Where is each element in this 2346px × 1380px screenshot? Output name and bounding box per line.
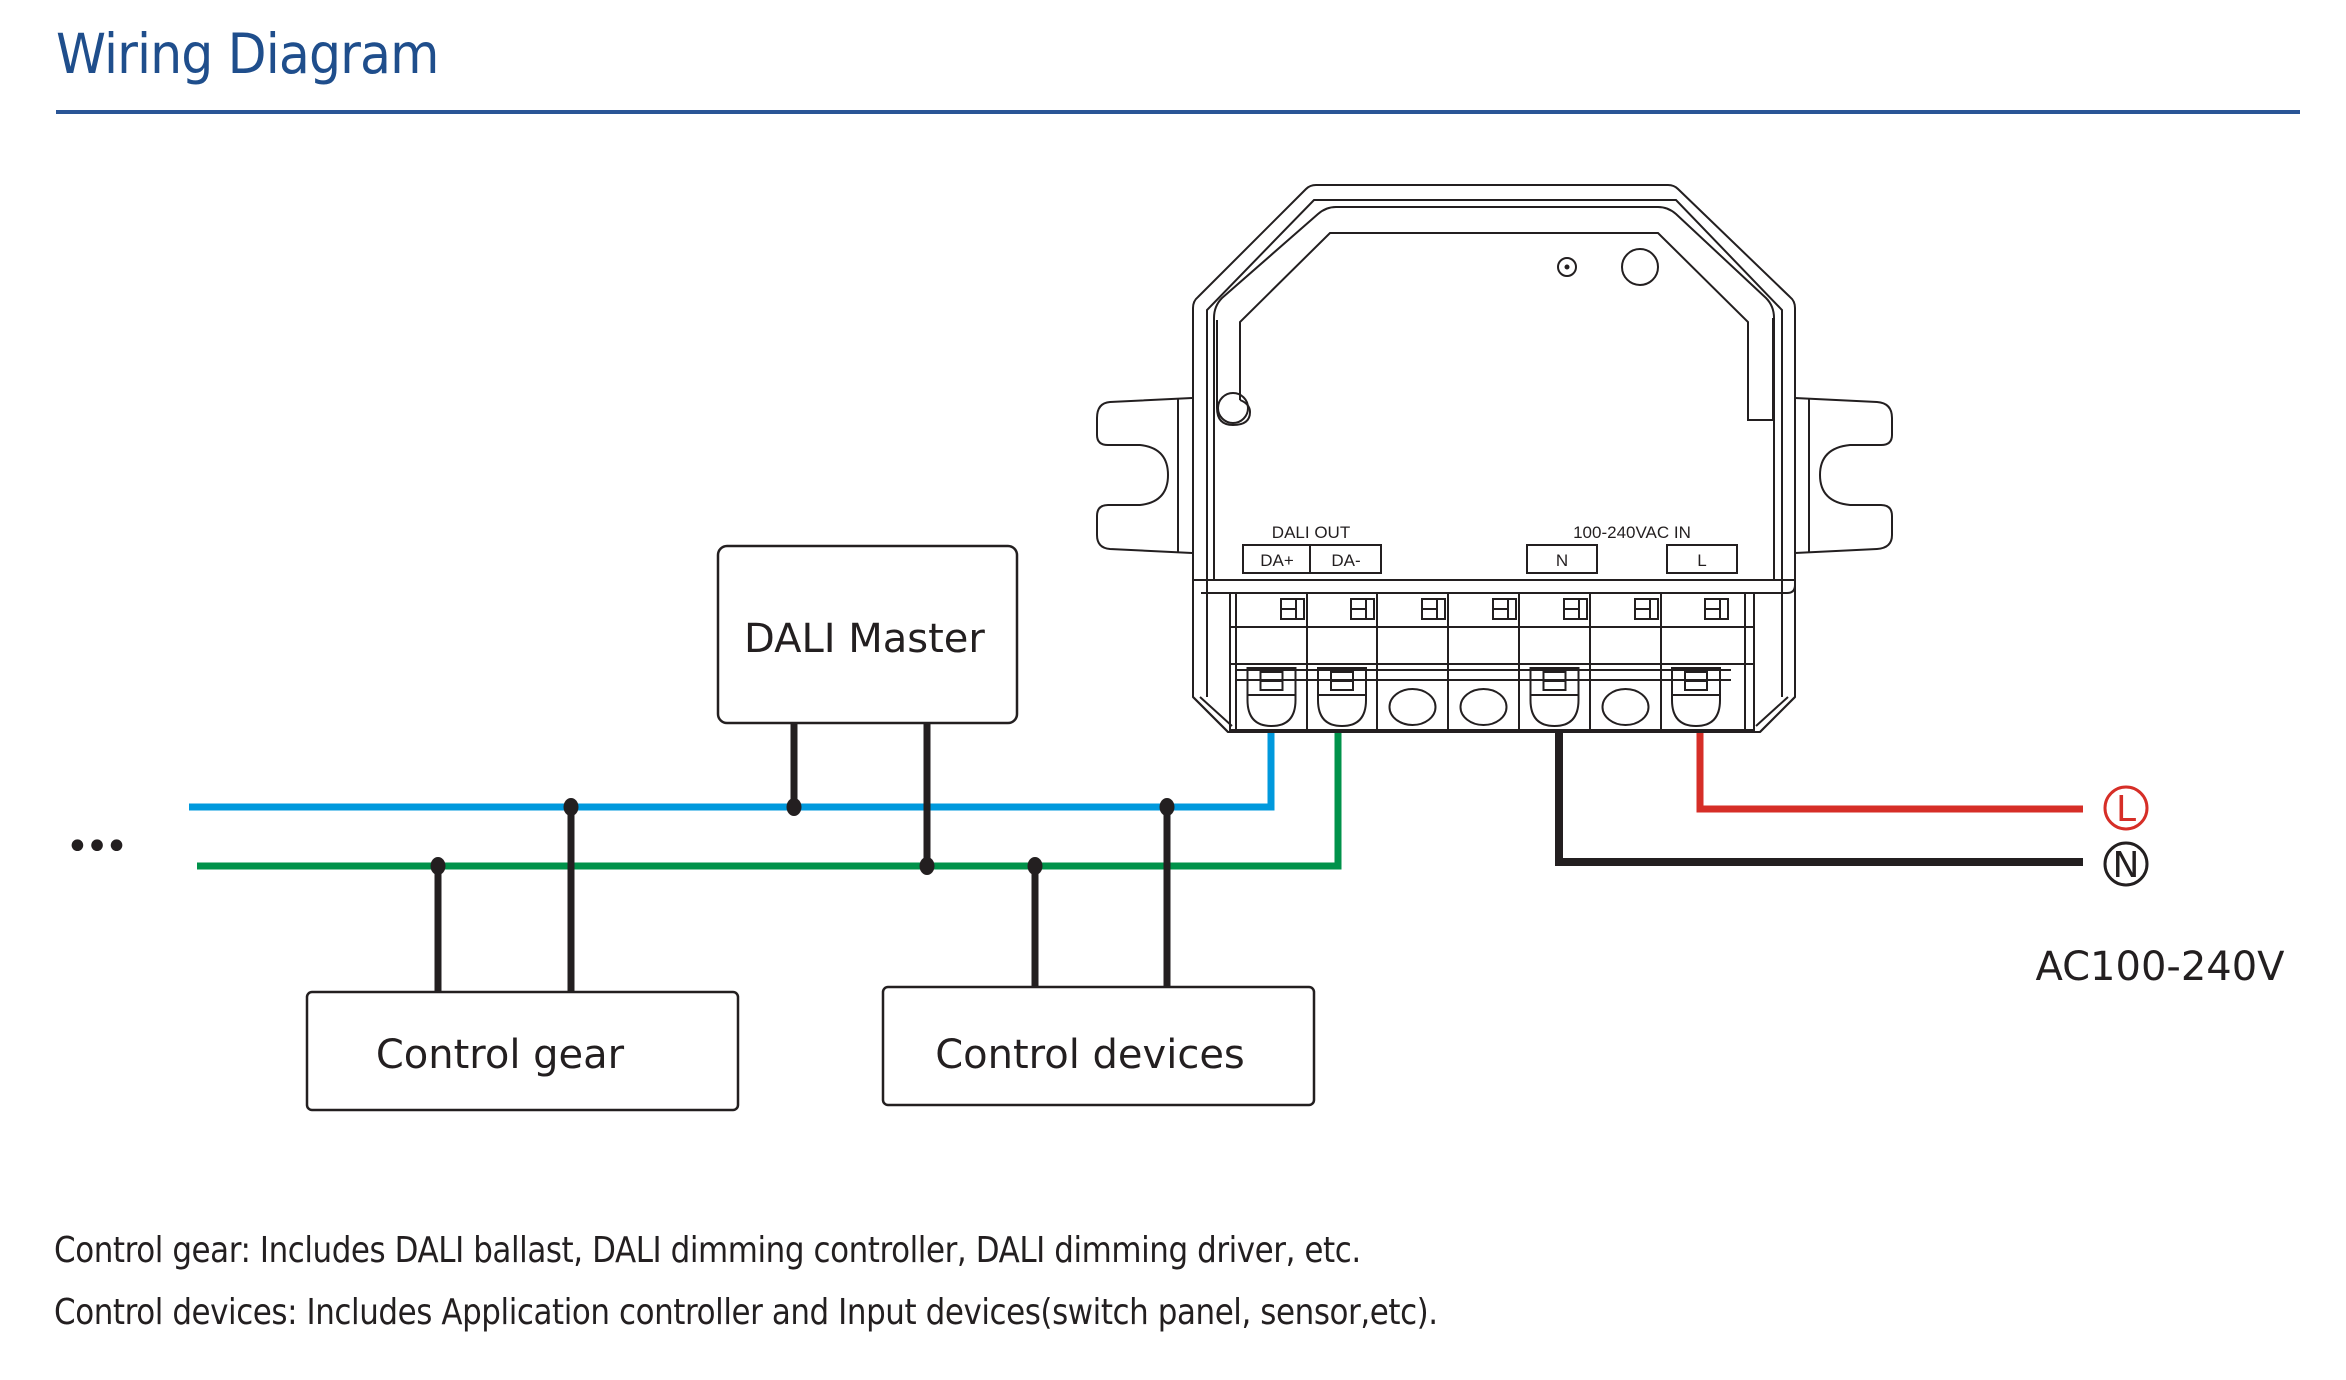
antenna-trace <box>1239 232 1774 421</box>
terminal-latch-icon <box>1704 598 1729 620</box>
control-devices-box: Control devices <box>881 985 1316 1107</box>
footnote-control-gear: Control gear: Includes DALI ballast, DAL… <box>54 1230 1361 1271</box>
page-title: Wiring Diagram <box>56 22 439 86</box>
terminal-l-box <box>1666 544 1738 574</box>
dali-master-label: DALI Master <box>744 616 985 662</box>
live-wire <box>1696 733 2083 813</box>
terminal-da-minus-label: DA- <box>1331 551 1360 570</box>
dali-master-box: DALI Master <box>716 544 1019 725</box>
title-underline <box>56 110 2300 114</box>
terminal-block <box>1229 592 1755 731</box>
da-plus-bus-wire <box>189 733 1275 811</box>
terminal-latch-icon <box>1634 598 1659 620</box>
wire-clamp-slot <box>1317 667 1367 728</box>
terminal-latch-icon <box>1350 598 1375 620</box>
junction-dot <box>1159 798 1175 816</box>
junction-dot <box>786 798 802 816</box>
terminal-latch-icon <box>1421 598 1446 620</box>
terminal-latch-icon <box>1492 598 1517 620</box>
footnote-control-devices: Control devices: Includes Application co… <box>54 1292 1438 1333</box>
terminal-da-plus-label: DA+ <box>1260 551 1294 570</box>
left-mounting-ear <box>1096 397 1193 554</box>
da-minus-bus-wire <box>197 733 1342 870</box>
led-indicator-icon <box>1557 257 1577 277</box>
terminal-latch-icon <box>1280 598 1305 620</box>
terminal-latch-icon <box>1563 598 1588 620</box>
antenna-loop <box>1216 320 1252 427</box>
neutral-wire <box>1555 733 2083 866</box>
control-gear-label: Control gear <box>376 1032 625 1078</box>
dali-out-label: DALI OUT <box>1272 523 1350 542</box>
junction-dot <box>430 857 446 875</box>
live-symbol-label: L <box>2116 789 2136 830</box>
right-mounting-ear <box>1794 397 1893 554</box>
neutral-symbol-label: N <box>2113 845 2140 886</box>
terminal-n-box <box>1526 544 1598 574</box>
program-button[interactable] <box>1621 248 1659 286</box>
device-body-inner-1 <box>1206 199 1783 697</box>
unused-terminal-hole <box>1459 688 1508 726</box>
supply-voltage-label: AC100-240V <box>2035 944 2285 990</box>
device-body-inner-2 <box>1213 206 1775 580</box>
junction-dot <box>919 857 935 875</box>
antenna-loop-hole <box>1217 392 1249 424</box>
terminal-cover-edge <box>1193 579 1796 594</box>
junction-dot <box>563 798 579 816</box>
wire-clamp-slot <box>1671 667 1721 728</box>
wire-clamp-slot <box>1529 667 1580 728</box>
terminal-da-minus-box <box>1309 544 1382 574</box>
unused-terminal-hole <box>1388 688 1437 726</box>
neutral-supply-symbol: N <box>2103 841 2149 887</box>
live-supply-symbol: L <box>2103 785 2149 831</box>
terminal-n-label: N <box>1556 551 1568 570</box>
control-gear-box: Control gear <box>305 990 740 1112</box>
wire-clamp-slot <box>1246 667 1297 728</box>
terminal-l-label: L <box>1697 551 1706 570</box>
junction-dot <box>1027 857 1043 875</box>
bus-continuation-dots: ••• <box>66 824 125 870</box>
device-module <box>1096 184 1893 733</box>
device-body-outer <box>1192 184 1796 733</box>
power-in-label: 100-240VAC IN <box>1573 523 1691 542</box>
control-devices-label: Control devices <box>935 1032 1245 1078</box>
unused-terminal-hole <box>1601 688 1650 726</box>
